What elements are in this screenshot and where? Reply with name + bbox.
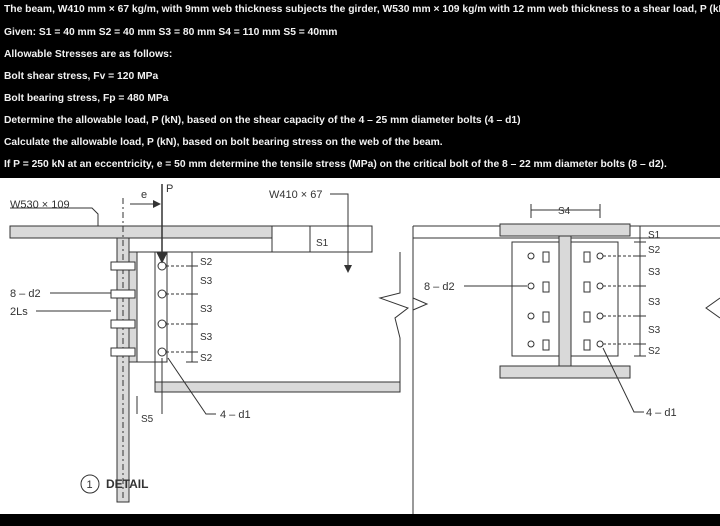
question-3-line: If P = 250 kN at an eccentricity, e = 50… — [4, 159, 667, 170]
bolt-group-d1 — [157, 261, 167, 357]
angle-left-elev — [511, 241, 560, 357]
d2-label-right: 8 – d2 — [424, 281, 455, 293]
beam-flange-top-elev — [499, 223, 631, 237]
elev-s3-label-1: S3 — [648, 267, 661, 278]
elev-s2-bottom-label: S2 — [648, 346, 661, 357]
beam-break-line — [378, 252, 410, 392]
beam-flange-bottom-elev — [499, 365, 631, 379]
elev-s2-top-label: S2 — [648, 245, 661, 256]
bolt-shear-stress-line: Bolt shear stress, Fv = 120 MPa — [4, 71, 159, 82]
angle-right-elev — [570, 241, 619, 357]
vertical-dimensions — [166, 251, 198, 363]
elev-vertical-dimensions — [603, 225, 646, 357]
e-label: e — [141, 189, 147, 201]
angles-label: 2Ls — [10, 306, 28, 318]
d1-label-right: 4 – d1 — [646, 407, 677, 419]
beam-bottom-flange — [154, 381, 401, 393]
s2-top-label: S2 — [200, 257, 213, 268]
girder-label: W530 × 109 — [10, 199, 70, 211]
beam-label: W410 × 67 — [269, 189, 323, 201]
elev-s1-label: S1 — [648, 230, 661, 241]
bolt-group-d2 — [110, 261, 136, 357]
given-values-line: Given: S1 = 40 mm S2 = 40 mm S3 = 80 mm … — [4, 27, 338, 38]
elev-s3-label-2: S3 — [648, 297, 661, 308]
detail-marker — [80, 474, 100, 494]
girder-top-flange — [9, 225, 273, 239]
question-1-line: Determine the allowable load, P (kN), ba… — [4, 115, 521, 126]
s4-label: S4 — [558, 206, 571, 217]
s3-label-2: S3 — [200, 304, 213, 315]
s3-label-3: S3 — [200, 332, 213, 343]
allowable-stresses-heading: Allowable Stresses are as follows: — [4, 49, 173, 60]
question-2-line: Calculate the allowable load, P (kN), ba… — [4, 137, 443, 148]
angle-leg-outstanding — [136, 251, 168, 363]
detail-title: DETAIL — [106, 477, 148, 491]
d1-label-left: 4 – d1 — [220, 409, 251, 421]
bolt-holes-elev — [527, 251, 604, 351]
elevation-view: S4 S1 S2 S3 S3 S3 S2 8 – d2 4 – d1 — [412, 204, 720, 514]
side-view: S2 S3 S3 S3 S2 S1 P e S5 W530 × 109 W410… — [9, 183, 410, 503]
s5-label: S5 — [141, 414, 154, 425]
detail-number: 1 — [87, 479, 93, 491]
s2-bottom-label: S2 — [200, 353, 213, 364]
elev-s3-label-3: S3 — [648, 325, 661, 336]
p-label: P — [166, 183, 173, 195]
beam-web-elev — [558, 235, 572, 367]
d2-label-left: 8 – d2 — [10, 288, 41, 300]
s3-label-1: S3 — [200, 276, 213, 287]
problem-statement-line: The beam, W410 mm × 67 kg/m, with 9mm we… — [4, 4, 720, 15]
bolt-bearing-stress-line: Bolt bearing stress, Fp = 480 MPa — [4, 93, 169, 104]
s1-label: S1 — [316, 238, 329, 249]
beam-cut-outline — [271, 225, 373, 253]
connection-diagram: S2 S3 S3 S3 S2 S1 P e S5 W530 × 109 W410… — [0, 178, 720, 514]
